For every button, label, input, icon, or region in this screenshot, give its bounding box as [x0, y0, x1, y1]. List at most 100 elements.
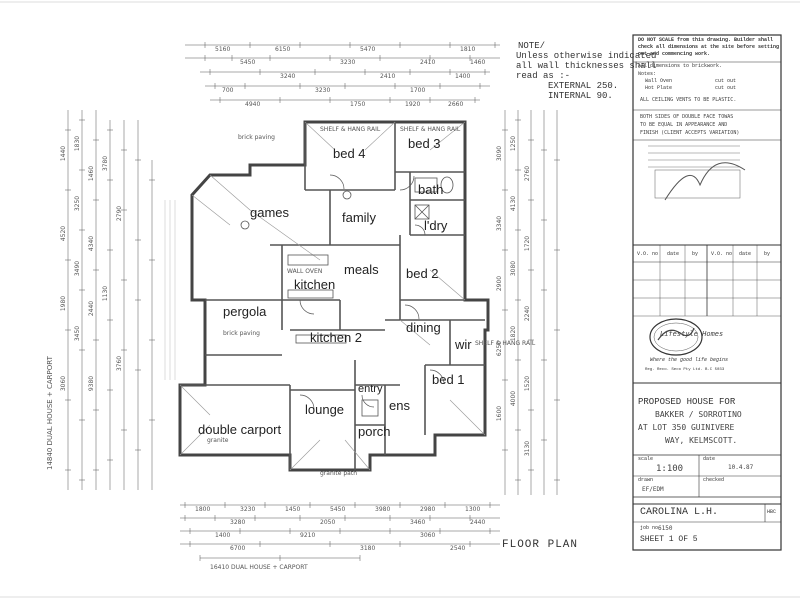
dim-right-9: 1820 — [510, 325, 518, 342]
dim-right-5: 1600 — [496, 405, 504, 422]
dim-left-16: 3760 — [116, 355, 124, 372]
vo-header-6: by — [764, 251, 771, 257]
annotation-shelf-3: SHELF & HANG RAIL — [475, 340, 536, 347]
dim-top-11: 1400 — [455, 73, 471, 80]
room-bed-3: bed 3 — [408, 136, 441, 151]
dim-right-4: 6250 — [496, 340, 504, 357]
dim-bottom-7: 1300 — [465, 506, 481, 513]
interior-walls — [180, 122, 485, 470]
dim-top-10: 2410 — [380, 73, 396, 80]
company-name: Lifestyle Homes — [660, 330, 724, 338]
dim-right-1: 3090 — [496, 145, 504, 162]
dim-left-10: 4340 — [88, 235, 96, 252]
annotation-wall-oven: WALL OVEN — [287, 268, 323, 275]
tb-date-value: 10.4.87 — [728, 464, 754, 471]
dim-top-1: 5160 — [215, 46, 231, 53]
room-double-carport: double carport — [198, 422, 282, 437]
room-pergola: pergola — [223, 304, 267, 319]
annotation-brick-paving: brick paving — [238, 134, 275, 141]
company-logo — [649, 318, 703, 356]
room-bed-2: bed 2 — [406, 266, 439, 281]
dim-bottom-12: 1400 — [215, 532, 231, 539]
dim-top-18: 2660 — [448, 101, 464, 108]
annotation-shelf-1: SHELF & HANG RAIL — [320, 126, 381, 133]
tb-lot: AT LOT 350 GUINIVERE — [638, 423, 735, 432]
vo-header-1: V.O. no — [637, 251, 659, 257]
room-laundry: l'dry — [424, 218, 448, 233]
tb-cut-out-1: cut out — [715, 78, 737, 84]
dim-left-3: 1980 — [60, 295, 68, 312]
dim-right-11: 2760 — [524, 165, 532, 182]
dim-top-17: 1920 — [405, 101, 421, 108]
notes-internal: INTERNAL 90. — [548, 91, 613, 101]
paving-hatch — [164, 200, 176, 380]
dim-right-13: 2240 — [524, 305, 532, 322]
dim-right-7: 4130 — [510, 195, 518, 212]
tb-notes-label: Notes: — [638, 71, 657, 77]
dim-top-6: 3230 — [340, 59, 356, 66]
room-wir: wir — [455, 337, 472, 352]
dim-bottom-8: 3280 — [230, 519, 246, 526]
dim-top-14: 1700 — [410, 87, 426, 94]
dim-left-15: 2790 — [116, 205, 124, 222]
tb-note-1: DO NOT SCALE from this drawing. Builder … — [638, 37, 774, 43]
tb-design-name: CAROLINA L.H. — [640, 507, 719, 518]
roof-hip-lines — [179, 121, 486, 471]
dim-right-2: 3340 — [496, 215, 504, 232]
dim-left-6: 3250 — [74, 195, 82, 212]
dim-left-4: 3060 — [60, 375, 68, 392]
tb-scale-value: 1:100 — [656, 464, 684, 474]
dim-top-13: 3230 — [315, 87, 331, 94]
vo-header-2: date — [667, 251, 680, 257]
dim-right-15: 3130 — [524, 440, 532, 457]
dim-top-15: 4940 — [245, 101, 261, 108]
vo-header-4: V.O. no — [711, 251, 733, 257]
room-ensuite: ens — [389, 398, 410, 413]
tb-checked-label: checked — [703, 477, 725, 483]
plan-title: FLOOR PLAN — [502, 539, 579, 551]
room-kitchen: kitchen — [294, 277, 336, 292]
dim-top-12: 700 — [222, 87, 234, 94]
tb-client: BAKKER / SORROTINO — [655, 410, 742, 419]
tb-face-note-3: FINISH (CLIENT ACCEPTS VARIATION) — [640, 130, 740, 136]
dim-top-8: 1460 — [470, 59, 486, 66]
notes-line-2: all wall thicknesses shall — [516, 61, 657, 71]
dim-right-14: 1520 — [524, 375, 532, 392]
dim-bottom-17: 2540 — [450, 545, 466, 552]
tb-design-code: HBC — [767, 509, 777, 515]
dim-bottom-3: 1450 — [285, 506, 301, 513]
dim-bottom-10: 3460 — [410, 519, 426, 526]
tb-wall-oven: Wall Oven — [645, 78, 673, 84]
tb-scale-label: scale — [638, 456, 654, 462]
room-porch: porch — [358, 424, 391, 439]
room-meals: meals — [344, 262, 379, 277]
fixtures — [240, 176, 454, 417]
notes-line-3: read as :- — [516, 71, 571, 81]
dim-left-8: 3450 — [74, 325, 82, 342]
annotation-granite: granite — [207, 437, 229, 444]
vo-header-3: by — [692, 251, 699, 257]
tb-sheet: SHEET 1 OF 5 — [640, 535, 698, 544]
room-bath: bath — [418, 182, 444, 197]
room-kitchen-2: kitchen 2 — [310, 330, 363, 345]
dim-left-9: 1460 — [88, 165, 96, 182]
dim-bottom-6: 2980 — [420, 506, 436, 513]
room-dining: dining — [406, 320, 441, 335]
dimension-lines — [65, 42, 560, 561]
tb-face-note-1: BOTH SIDES OF DOUBLE FACE TOWAS — [640, 114, 734, 120]
tb-job-label: job no — [640, 525, 659, 531]
tb-street: WAY, KELMSCOTT. — [665, 436, 738, 445]
tb-drawn-label: drawn — [638, 477, 654, 483]
annotation-brick-paving-2: brick paving — [223, 330, 260, 337]
room-lounge: lounge — [305, 402, 345, 417]
dim-right-3: 2900 — [496, 275, 504, 292]
annotation-granite-path: granite path — [320, 470, 358, 477]
dim-left-1: 1440 — [60, 145, 68, 162]
room-bed-1: bed 1 — [432, 372, 465, 387]
dim-bottom-13: 9210 — [300, 532, 316, 539]
dim-left-14: 1130 — [102, 285, 110, 302]
room-family: family — [342, 210, 376, 225]
dim-bottom-14: 3060 — [420, 532, 436, 539]
notes-external: EXTERNAL 250. — [548, 81, 619, 91]
